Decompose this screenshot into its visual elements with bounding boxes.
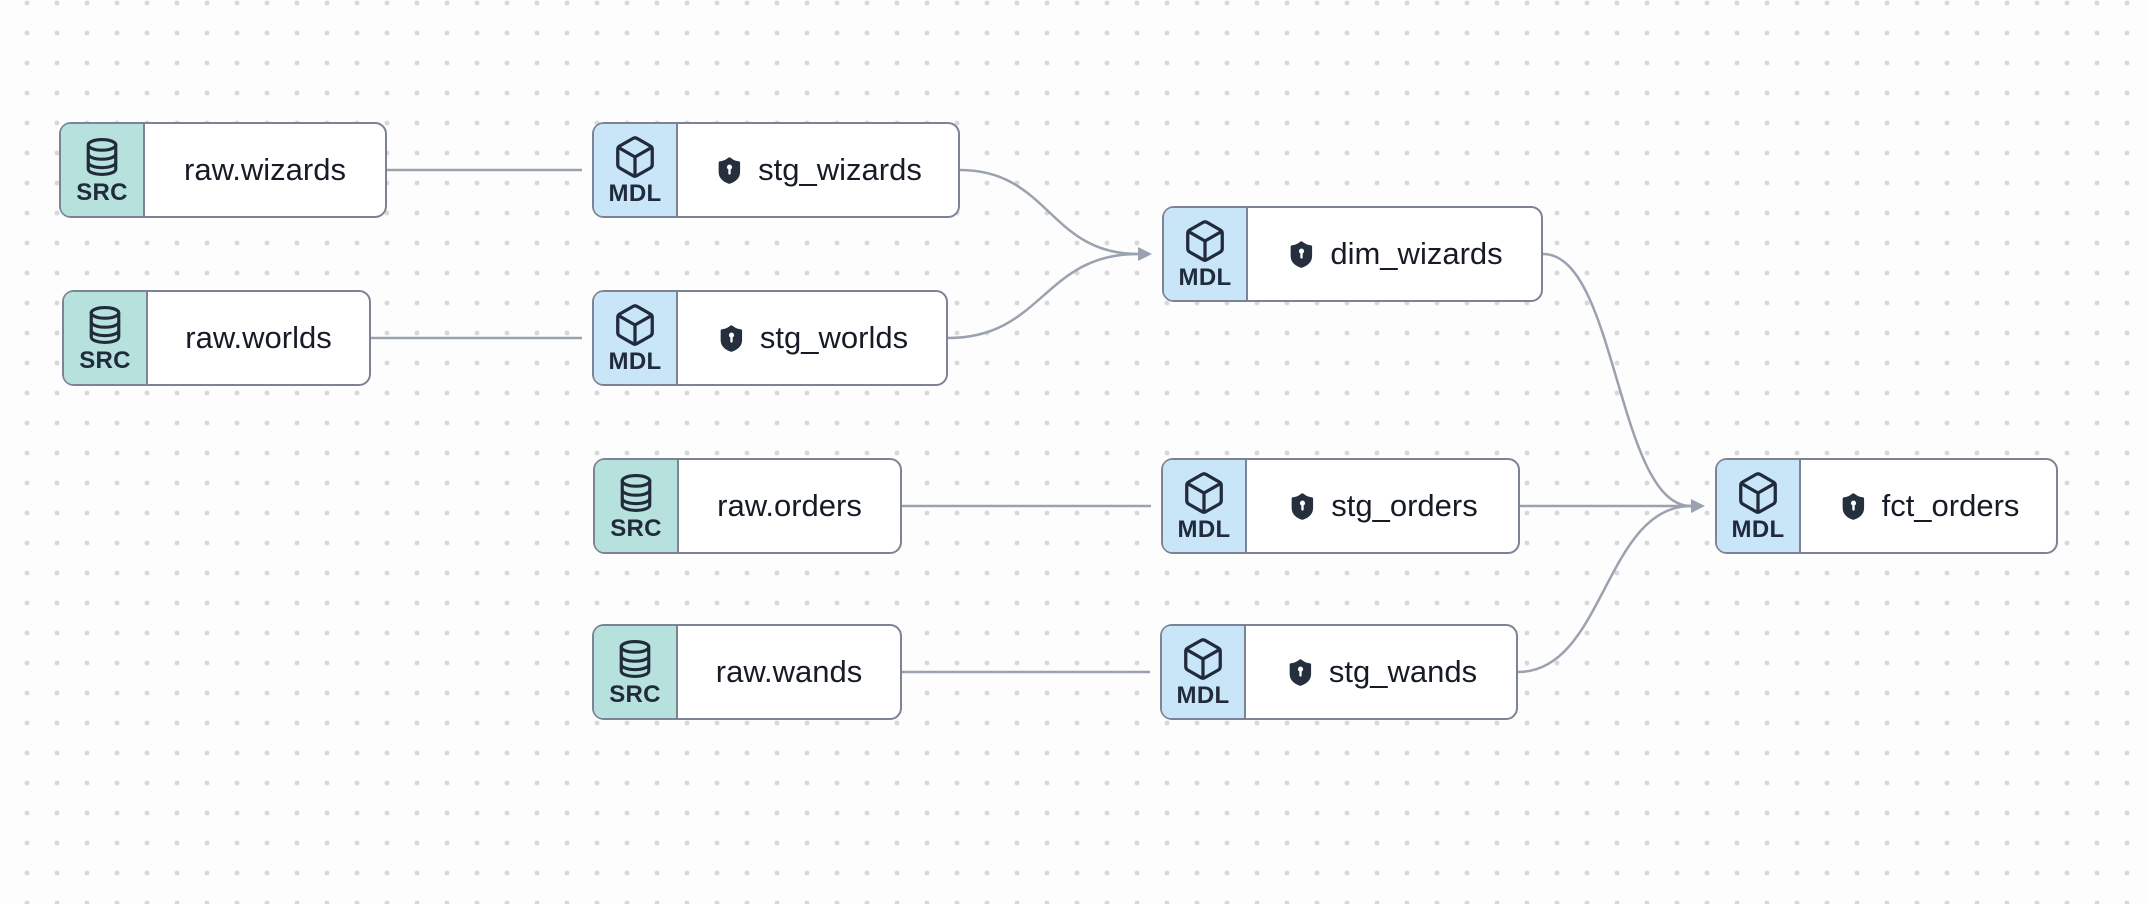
shield-icon (1286, 239, 1317, 270)
arrowhead-fct_orders (1691, 499, 1705, 513)
node-body: raw.wizards (145, 124, 385, 216)
node-type-label: MDL (608, 180, 662, 207)
node-type-label: MDL (1177, 516, 1231, 543)
node-label: raw.orders (717, 488, 862, 523)
edge-stg_wands-fct_orders (1517, 504, 1692, 674)
shield-icon (1838, 491, 1869, 522)
cube-icon (1181, 470, 1227, 516)
shield-icon (714, 155, 745, 186)
node-label: stg_wands (1328, 654, 1478, 689)
node-type-label: SRC (609, 681, 661, 708)
node-raw_wizards[interactable]: SRC raw.wizards (59, 122, 387, 218)
node-dim_wizards[interactable]: MDL dim_wizards (1162, 206, 1543, 302)
node-label: dim_wizards (1330, 236, 1503, 271)
node-label: stg_wizards (758, 152, 922, 187)
node-type-badge-mdl: MDL (1163, 460, 1247, 552)
node-label: raw.wands (715, 654, 863, 689)
node-stg_orders[interactable]: MDL stg_orders (1161, 458, 1520, 554)
node-label: fct_orders (1881, 488, 2020, 523)
node-body: raw.worlds (148, 292, 369, 384)
node-body: stg_orders (1247, 460, 1518, 552)
node-type-label: SRC (610, 515, 662, 542)
node-type-badge-src: SRC (64, 292, 148, 384)
shield-icon (1285, 657, 1316, 688)
node-body: fct_orders (1801, 460, 2056, 552)
node-type-badge-src: SRC (594, 626, 678, 718)
edge-stg_wizards-dim_wizards (959, 168, 1139, 256)
database-icon (80, 135, 124, 179)
node-type-label: MDL (1176, 682, 1230, 709)
node-body: stg_wizards (678, 124, 958, 216)
node-label: raw.worlds (185, 320, 332, 355)
edge-stg_worlds-dim_wizards (947, 252, 1139, 340)
node-fct_orders[interactable]: MDL fct_orders (1715, 458, 2058, 554)
cube-icon (612, 134, 658, 180)
cube-icon (1735, 470, 1781, 516)
cube-icon (612, 302, 658, 348)
node-label: raw.wizards (184, 152, 346, 187)
shield-icon (716, 323, 747, 354)
arrowhead-dim_wizards (1138, 247, 1152, 261)
database-icon (83, 303, 127, 347)
node-raw_wands[interactable]: SRC raw.wands (592, 624, 902, 720)
cube-icon (1180, 636, 1226, 682)
node-stg_wizards[interactable]: MDL stg_wizards (592, 122, 960, 218)
node-type-label: MDL (608, 348, 662, 375)
node-raw_orders[interactable]: SRC raw.orders (593, 458, 902, 554)
node-body: raw.wands (678, 626, 900, 718)
shield-icon (1287, 491, 1318, 522)
node-type-badge-mdl: MDL (594, 292, 678, 384)
node-stg_wands[interactable]: MDL stg_wands (1160, 624, 1518, 720)
node-type-label: SRC (79, 347, 131, 374)
node-type-badge-mdl: MDL (1162, 626, 1246, 718)
node-type-label: MDL (1178, 264, 1232, 291)
database-icon (614, 471, 658, 515)
node-body: raw.orders (679, 460, 900, 552)
node-type-label: SRC (76, 179, 128, 206)
node-body: stg_wands (1246, 626, 1516, 718)
node-type-badge-mdl: MDL (1164, 208, 1248, 300)
node-label: stg_worlds (759, 320, 909, 355)
node-stg_worlds[interactable]: MDL stg_worlds (592, 290, 948, 386)
database-icon (613, 637, 657, 681)
node-type-badge-mdl: MDL (594, 124, 678, 216)
node-body: stg_worlds (678, 292, 946, 384)
edge-dim_wizards-fct_orders (1542, 252, 1692, 508)
node-raw_worlds[interactable]: SRC raw.worlds (62, 290, 371, 386)
cube-icon (1182, 218, 1228, 264)
node-type-label: MDL (1731, 516, 1785, 543)
node-type-badge-src: SRC (595, 460, 679, 552)
node-type-badge-mdl: MDL (1717, 460, 1801, 552)
node-label: stg_orders (1331, 488, 1478, 523)
node-type-badge-src: SRC (61, 124, 145, 216)
node-body: dim_wizards (1248, 208, 1541, 300)
